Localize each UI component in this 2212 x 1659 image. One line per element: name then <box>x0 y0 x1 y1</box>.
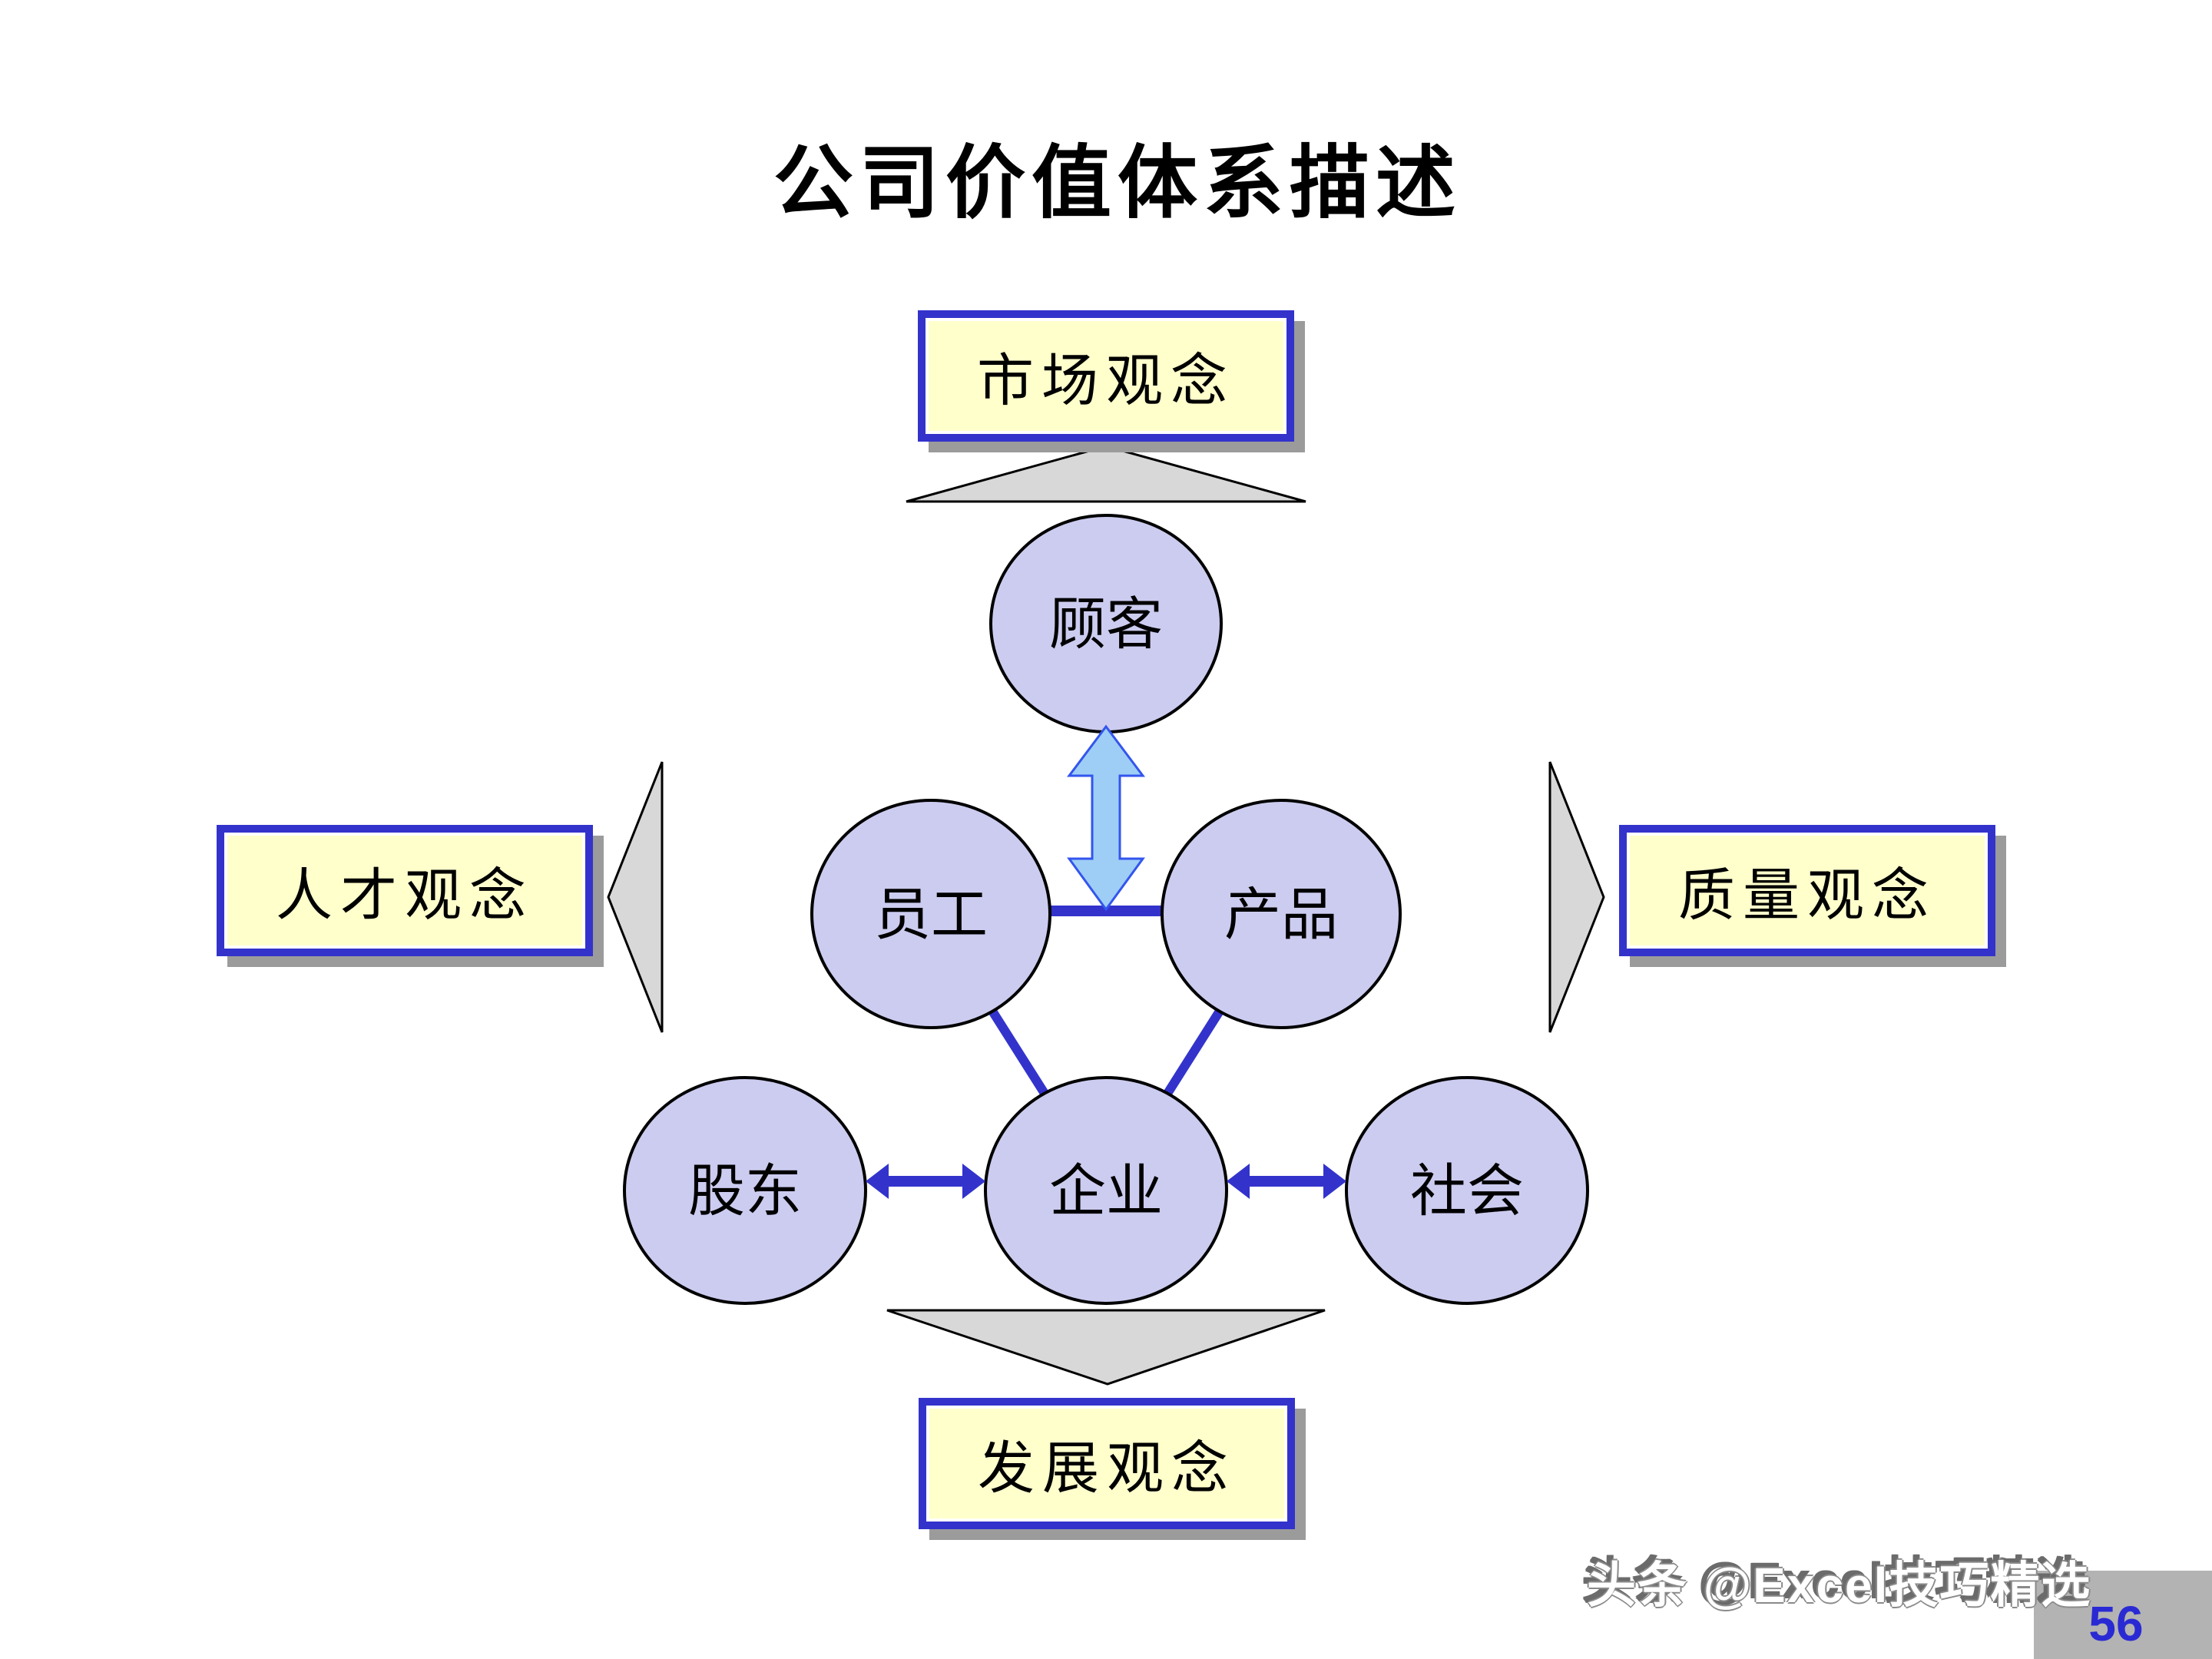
page-number: 56 <box>2088 1596 2144 1651</box>
shareholder-enterprise-arrow <box>866 1164 985 1199</box>
shareholder-circle-label: 股东 <box>688 1161 802 1224</box>
enterprise-circle-label: 企业 <box>1049 1161 1163 1224</box>
market-concept-box: 市场观念 <box>918 310 1294 442</box>
corner-strip <box>2034 1571 2212 1659</box>
talent-concept-box: 人才观念 <box>217 825 593 956</box>
customer-circle-label: 顾客 <box>1049 594 1163 657</box>
top-triangle-icon <box>906 445 1306 503</box>
product-circle <box>1161 799 1402 1029</box>
product-circle-label: 产品 <box>1224 884 1338 947</box>
development-concept-box: 发展观念 <box>919 1398 1295 1529</box>
bottom-triangle-icon <box>886 1309 1326 1386</box>
page-title: 公司价值体系描述 <box>773 139 1462 228</box>
employee-circle <box>810 799 1051 1029</box>
talent-concept-label: 人才观念 <box>276 865 534 928</box>
society-circle-label: 社会 <box>1410 1161 1524 1224</box>
customer-vertical-arrow <box>1067 724 1145 912</box>
enterprise-society-arrow <box>1227 1164 1346 1199</box>
right-triangle-icon <box>1548 761 1605 1033</box>
employee-circle-label: 员工 <box>874 884 988 947</box>
quality-concept-label: 质量观念 <box>1678 865 1936 928</box>
shareholder-circle <box>623 1076 867 1305</box>
enterprise-circle <box>984 1076 1228 1305</box>
watermark-text: 头条 @Excel技巧精选 <box>1587 1558 2092 1613</box>
development-concept-label: 发展观念 <box>978 1438 1236 1501</box>
society-circle <box>1345 1076 1589 1305</box>
market-concept-label: 市场观念 <box>977 350 1235 413</box>
quality-concept-box: 质量观念 <box>1619 825 1995 956</box>
left-triangle-icon <box>607 761 664 1033</box>
